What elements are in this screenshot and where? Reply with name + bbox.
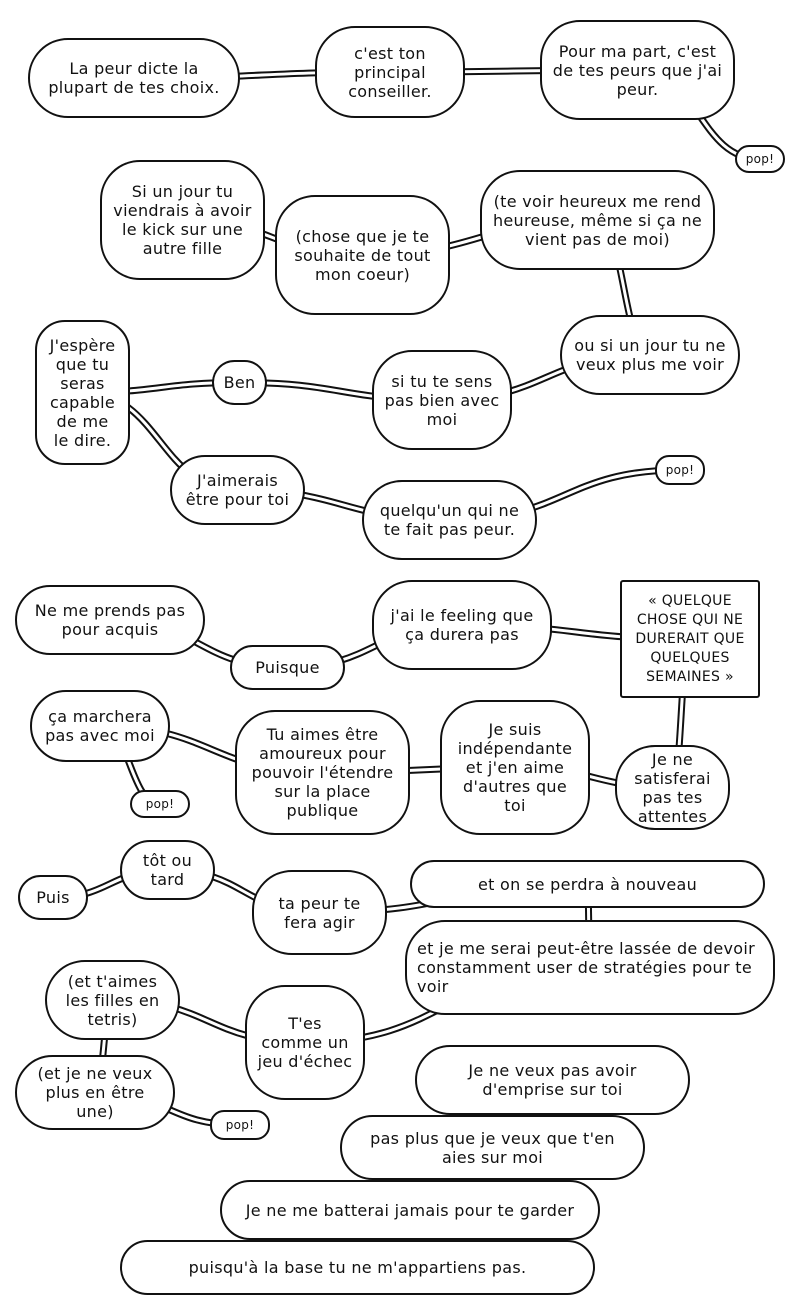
speech-bubble: T'es comme un jeu d'échec: [245, 985, 365, 1100]
speech-bubble: Tu aimes être amoureux pour pouvoir l'ét…: [235, 710, 410, 835]
speech-bubble: (et t'aimes les filles en tetris): [45, 960, 180, 1040]
quote-box: « QUELQUE CHOSE QUI NE DURERAIT QUE QUEL…: [620, 580, 760, 698]
speech-bubble: j'ai le feeling que ça durera pas: [372, 580, 552, 670]
speech-bubble: si tu te sens pas bien avec moi: [372, 350, 512, 450]
speech-bubble: J'espère que tu seras capable de me le d…: [35, 320, 130, 465]
speech-bubble: Ben: [212, 360, 267, 405]
speech-bubble: La peur dicte la plupart de tes choix.: [28, 38, 240, 118]
speech-bubble: Je ne me batterai jamais pour te garder: [220, 1180, 600, 1240]
speech-bubble: (te voir heureux me rend heureuse, même …: [480, 170, 715, 270]
pop-bubble: pop!: [735, 145, 785, 173]
speech-bubble: Ne me prends pas pour acquis: [15, 585, 205, 655]
speech-bubble: tôt ou tard: [120, 840, 215, 900]
speech-bubble: Si un jour tu viendrais à avoir le kick …: [100, 160, 265, 280]
speech-bubble: et je me serai peut-être lassée de devoi…: [405, 920, 775, 1015]
speech-bubble: (chose que je te souhaite de tout mon co…: [275, 195, 450, 315]
speech-bubble: Pour ma part, c'est de tes peurs que j'a…: [540, 20, 735, 120]
speech-bubble: Puis: [18, 875, 88, 920]
speech-bubble: et on se perdra à nouveau: [410, 860, 765, 908]
pop-bubble: pop!: [130, 790, 190, 818]
speech-bubble: Je ne satisferai pas tes attentes: [615, 745, 730, 830]
speech-bubble: J'aimerais être pour toi: [170, 455, 305, 525]
speech-bubble: pas plus que je veux que t'en aies sur m…: [340, 1115, 645, 1180]
speech-bubble: (et je ne veux plus en être une): [15, 1055, 175, 1130]
speech-bubble: c'est ton principal conseiller.: [315, 26, 465, 118]
speech-bubble: ou si un jour tu ne veux plus me voir: [560, 315, 740, 395]
speech-bubble: quelqu'un qui ne te fait pas peur.: [362, 480, 537, 560]
pop-bubble: pop!: [210, 1110, 270, 1140]
speech-bubble: ça marchera pas avec moi: [30, 690, 170, 762]
speech-bubble: Je ne veux pas avoir d'emprise sur toi: [415, 1045, 690, 1115]
pop-bubble: pop!: [655, 455, 705, 485]
speech-bubble: Puisque: [230, 645, 345, 690]
speech-bubble: Je suis indépendante et j'en aime d'autr…: [440, 700, 590, 835]
speech-bubble: ta peur te fera agir: [252, 870, 387, 955]
speech-bubble: puisqu'à la base tu ne m'appartiens pas.: [120, 1240, 595, 1295]
